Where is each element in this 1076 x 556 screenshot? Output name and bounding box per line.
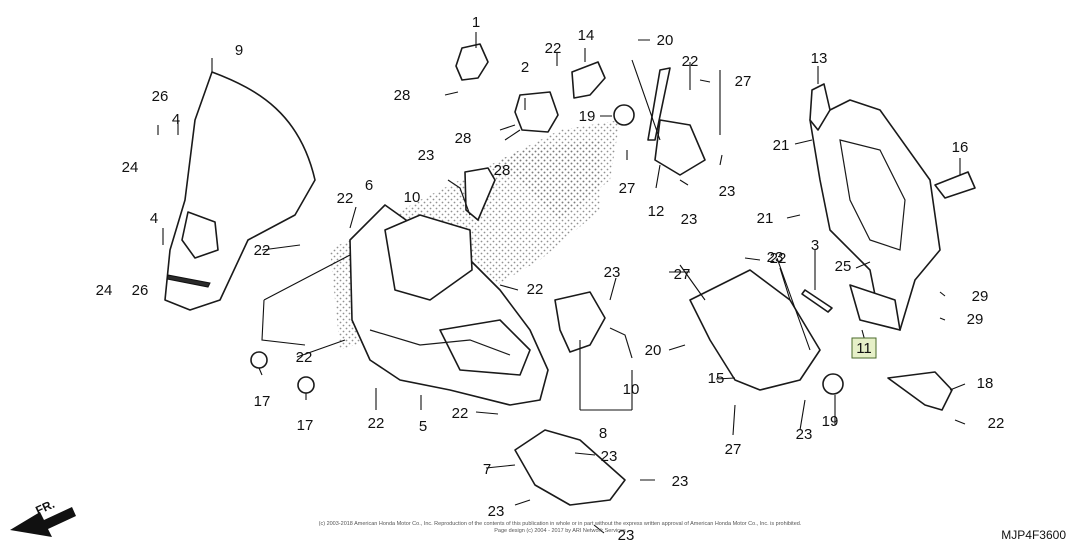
callout-c4a: 4 bbox=[172, 111, 180, 128]
callout-c11: 11 bbox=[856, 340, 872, 357]
callout-c24a: 24 bbox=[122, 159, 139, 176]
callout-c23g: 23 bbox=[601, 448, 618, 465]
callout-c7: 7 bbox=[483, 461, 491, 478]
callout-c23j: 23 bbox=[618, 527, 635, 544]
callout-c27b: 27 bbox=[619, 180, 636, 197]
clip-part-14 bbox=[571, 61, 606, 99]
callout-c12: 12 bbox=[648, 203, 665, 220]
mirror-mount-2 bbox=[514, 91, 559, 133]
callout-c18: 18 bbox=[977, 375, 994, 392]
callout-c22j: 22 bbox=[988, 415, 1005, 432]
callout-c10b: 10 bbox=[623, 381, 640, 398]
bracket-part-18 bbox=[887, 371, 953, 411]
frame-stay-foot bbox=[849, 284, 901, 331]
callout-c1: 1 bbox=[472, 14, 480, 31]
callout-c22f: 22 bbox=[368, 415, 385, 432]
front-cowl-vent bbox=[439, 319, 531, 376]
callout-c27a: 27 bbox=[674, 266, 691, 283]
callout-c25: 25 bbox=[835, 258, 852, 275]
copyright-line-1: (c) 2003-2018 American Honda Motor Co., … bbox=[318, 521, 802, 527]
frame-stay-inner bbox=[839, 139, 906, 251]
front-cowl-upper bbox=[384, 214, 473, 301]
front-cowl-lower bbox=[369, 329, 511, 356]
lower-fairing-part bbox=[514, 429, 626, 506]
callout-labels: 1244567891010111213141516171718191920202… bbox=[96, 14, 1005, 544]
copyright-notice: (c) 2003-2018 American Honda Motor Co., … bbox=[300, 521, 820, 535]
callout-c23e: 23 bbox=[767, 249, 784, 266]
callout-c23b: 23 bbox=[604, 264, 621, 281]
callout-c26b: 26 bbox=[132, 282, 149, 299]
callout-c13: 13 bbox=[811, 50, 828, 67]
callout-c28c: 28 bbox=[494, 162, 511, 179]
callout-c6: 6 bbox=[365, 177, 373, 194]
windscreen-bracket bbox=[166, 274, 211, 288]
windscreen-part bbox=[164, 71, 316, 311]
callout-c29a: 29 bbox=[972, 288, 989, 305]
callout-c20a: 20 bbox=[657, 32, 674, 49]
callout-c10a: 10 bbox=[404, 189, 421, 206]
callout-c22c: 22 bbox=[337, 190, 354, 207]
shading-area-2 bbox=[500, 120, 620, 220]
callout-c23a: 23 bbox=[418, 147, 435, 164]
callout-c22b: 22 bbox=[682, 53, 699, 70]
callout-c27d: 27 bbox=[725, 441, 742, 458]
leader-lines bbox=[157, 32, 966, 534]
callout-c24b: 24 bbox=[96, 282, 113, 299]
front-arrow-icon bbox=[10, 507, 76, 537]
callout-c3: 3 bbox=[811, 237, 819, 254]
windscreen-cutout bbox=[181, 211, 219, 259]
callout-c2: 2 bbox=[521, 59, 529, 76]
cover-part-12 bbox=[654, 119, 706, 176]
callout-c20b: 20 bbox=[645, 342, 662, 359]
callout-c26a: 26 bbox=[152, 88, 169, 105]
mid-bracket-part bbox=[689, 269, 821, 391]
callout-c5: 5 bbox=[419, 418, 427, 435]
side-cover-part bbox=[554, 291, 606, 353]
copyright-line-2: Page design (c) 2004 - 2017 by ARI Netwo… bbox=[494, 528, 626, 534]
callout-c17b: 17 bbox=[297, 417, 314, 434]
highlight-box-11 bbox=[851, 337, 877, 359]
mirror-mount-1 bbox=[455, 43, 489, 81]
callout-c16: 16 bbox=[952, 139, 969, 156]
callout-c22e: 22 bbox=[296, 349, 313, 366]
callout-c27c: 27 bbox=[735, 73, 752, 90]
drawing-code: MJP4F3600 bbox=[1001, 528, 1066, 542]
callout-c23h: 23 bbox=[672, 473, 689, 490]
callout-c15: 15 bbox=[708, 370, 725, 387]
callout-c23i: 23 bbox=[488, 503, 505, 520]
grommet-17b bbox=[297, 376, 315, 394]
callout-c23d: 23 bbox=[681, 211, 698, 228]
callout-c21b: 21 bbox=[757, 210, 774, 227]
grommet-17a bbox=[250, 351, 268, 369]
callout-c17a: 17 bbox=[254, 393, 271, 410]
callout-c4b: 4 bbox=[150, 210, 158, 227]
drain-tube-upper bbox=[447, 179, 471, 216]
callout-c28b: 28 bbox=[455, 130, 472, 147]
drain-tube-lower bbox=[609, 327, 633, 359]
callout-c9: 9 bbox=[235, 42, 243, 59]
grommet-19b bbox=[822, 373, 844, 395]
callout-c21a: 21 bbox=[773, 137, 790, 154]
callout-c19a: 19 bbox=[579, 108, 596, 125]
callout-c23c: 23 bbox=[719, 183, 736, 200]
callout-c23f: 23 bbox=[796, 426, 813, 443]
direction-label: FR. bbox=[33, 497, 56, 518]
callout-c22d: 22 bbox=[254, 242, 271, 259]
callout-c22g: 22 bbox=[527, 281, 544, 298]
direction-indicator: FR. bbox=[10, 497, 76, 537]
callout-c14: 14 bbox=[578, 27, 595, 44]
callout-c22i: 22 bbox=[452, 405, 469, 422]
clip-part-16 bbox=[934, 171, 976, 199]
callout-c29b: 29 bbox=[967, 311, 984, 328]
callout-c28a: 28 bbox=[394, 87, 411, 104]
callout-c22a: 22 bbox=[545, 40, 562, 57]
small-stay-13 bbox=[809, 83, 831, 131]
callout-c8: 8 bbox=[599, 425, 607, 442]
grommet-19a bbox=[613, 104, 635, 126]
callout-c22h: 22 bbox=[770, 250, 787, 267]
callout-c19b: 19 bbox=[822, 413, 839, 430]
strip-part-3 bbox=[801, 289, 833, 313]
